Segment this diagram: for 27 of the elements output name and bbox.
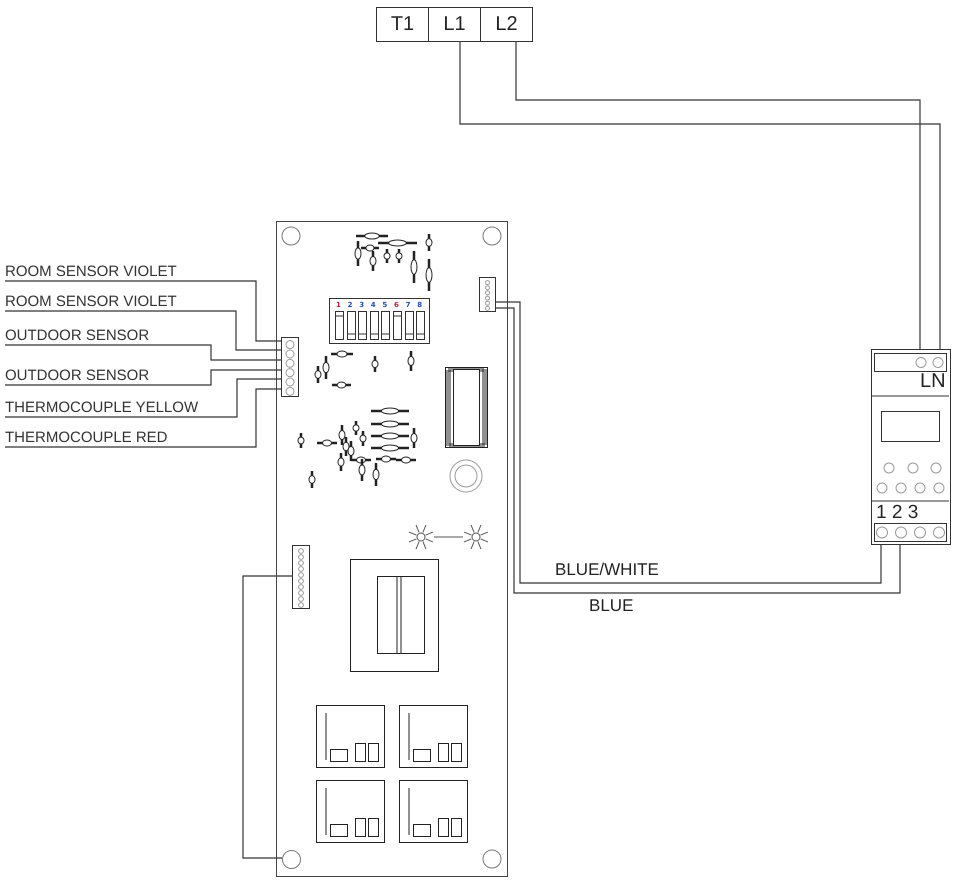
pin-header bbox=[292, 545, 310, 609]
mounting-hole bbox=[282, 850, 301, 869]
circuit-board bbox=[276, 221, 508, 877]
wire-label: ROOM SENSOR VIOLET bbox=[5, 262, 235, 281]
wire-label: ROOM SENSOR VIOLET bbox=[5, 292, 235, 311]
wire-label: THERMOCOUPLE RED bbox=[5, 428, 235, 447]
terminal-cell: L2 bbox=[480, 7, 533, 42]
wire-label: OUTDOOR SENSOR bbox=[5, 366, 235, 385]
wire-label: THERMOCOUPLE YELLOW bbox=[5, 398, 237, 417]
wire bbox=[515, 42, 921, 349]
wire bbox=[242, 575, 292, 859]
dip-switch bbox=[329, 298, 430, 344]
relay-module bbox=[871, 349, 951, 545]
wire bbox=[5, 378, 281, 418]
wire bbox=[5, 388, 281, 448]
wire-connector bbox=[281, 337, 299, 397]
wire-label: OUTDOOR SENSOR bbox=[5, 326, 235, 345]
wire-connector bbox=[479, 277, 496, 312]
terminal-label: LN bbox=[920, 370, 946, 393]
wire bbox=[5, 280, 281, 342]
wire bbox=[5, 369, 281, 386]
terminal-cell: L1 bbox=[428, 7, 481, 42]
terminal-label: 1 2 3 bbox=[876, 502, 918, 524]
wire bbox=[459, 42, 941, 349]
wire bbox=[5, 344, 281, 361]
wire bbox=[5, 310, 281, 351]
terminal-cell: T1 bbox=[376, 7, 429, 42]
